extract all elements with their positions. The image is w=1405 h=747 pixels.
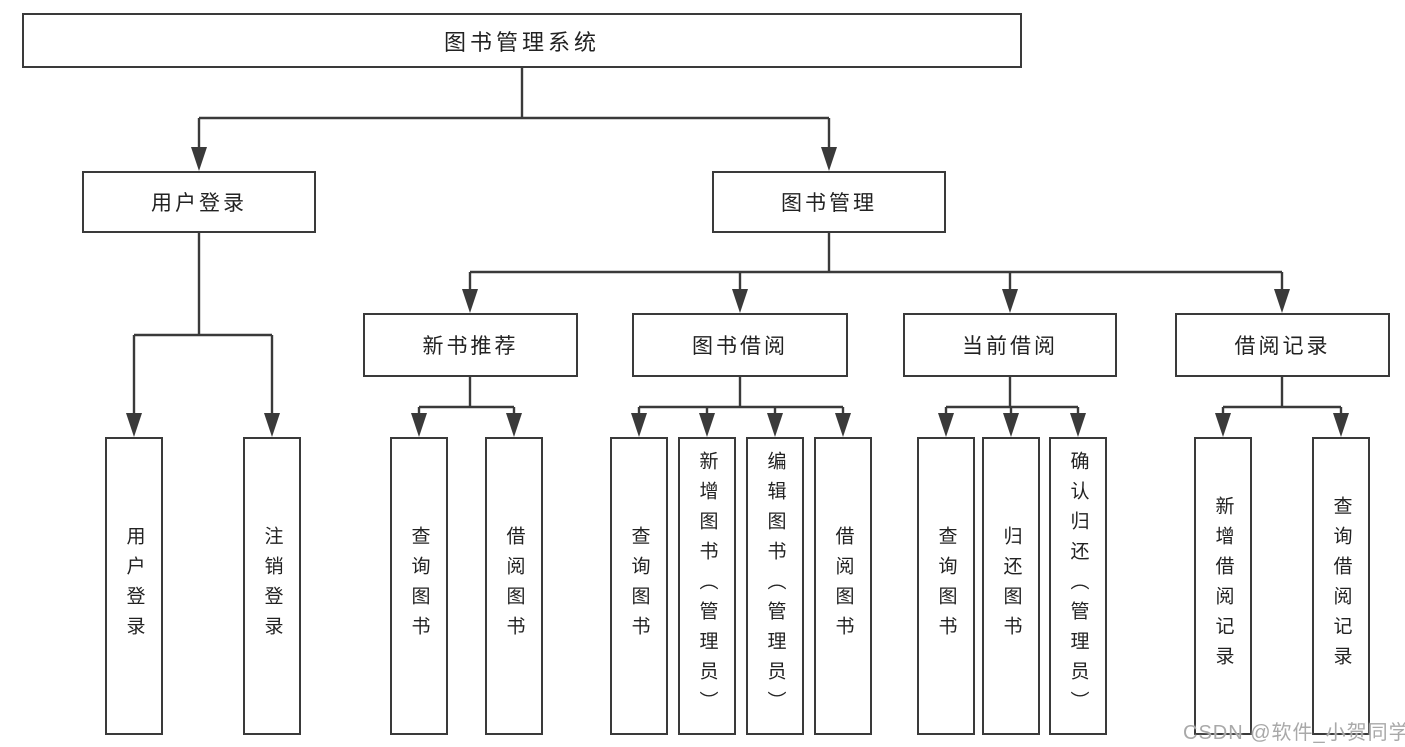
leaf-nbr-borrow-book-label: 借阅图书 bbox=[503, 526, 525, 646]
arrowhead-icon bbox=[462, 289, 478, 313]
arrowhead-icon bbox=[1003, 413, 1019, 437]
leaf-bb-edit-book-admin: 编辑图书（管理员） bbox=[746, 437, 804, 735]
leaf-bb-borrow-book-label: 借阅图书 bbox=[832, 526, 854, 646]
leaf-logout-login-label: 注销登录 bbox=[261, 526, 283, 646]
leaf-nbr-borrow-book: 借阅图书 bbox=[485, 437, 543, 735]
arrowhead-icon bbox=[1002, 289, 1018, 313]
connector-new-book-recommend-to-leaves bbox=[411, 377, 522, 437]
node-root-label: 图书管理系统 bbox=[443, 29, 600, 55]
arrowhead-icon bbox=[506, 413, 522, 437]
leaf-br-add-record-label: 新增借阅记录 bbox=[1212, 496, 1234, 676]
node-user-login: 用户登录 bbox=[82, 171, 316, 233]
leaf-bb-edit-book-admin-label: 编辑图书（管理员） bbox=[764, 451, 786, 721]
connector-book-borrow-to-leaves bbox=[631, 377, 851, 437]
node-book-borrow-label: 图书借阅 bbox=[692, 335, 788, 358]
leaf-cb-query-book-label: 查询图书 bbox=[935, 526, 957, 646]
arrowhead-icon bbox=[191, 147, 207, 171]
arrowhead-icon bbox=[1274, 289, 1290, 313]
leaf-nbr-query-book-label: 查询图书 bbox=[408, 526, 430, 646]
leaf-user-login: 用户登录 bbox=[105, 437, 163, 735]
node-current-borrow: 当前借阅 bbox=[903, 313, 1117, 377]
arrowhead-icon bbox=[821, 147, 837, 171]
csdn-watermark: CSDN @软件_小贺同学 bbox=[1183, 722, 1405, 744]
node-new-book-recommend-label: 新书推荐 bbox=[422, 335, 519, 358]
leaf-cb-confirm-return-admin-label: 确认归还（管理员） bbox=[1067, 451, 1089, 721]
leaf-nbr-query-book: 查询图书 bbox=[390, 437, 448, 735]
arrowhead-icon bbox=[938, 413, 954, 437]
node-borrow-record: 借阅记录 bbox=[1175, 313, 1390, 377]
node-borrow-record-label: 借阅记录 bbox=[1234, 335, 1331, 358]
node-book-management-label: 图书管理 bbox=[781, 192, 877, 215]
leaf-cb-confirm-return-admin: 确认归还（管理员） bbox=[1049, 437, 1107, 735]
node-book-management: 图书管理 bbox=[712, 171, 946, 233]
connector-borrow-record-to-leaves bbox=[1215, 377, 1349, 437]
arrowhead-icon bbox=[126, 413, 142, 437]
leaf-logout-login: 注销登录 bbox=[243, 437, 301, 735]
node-root: 图书管理系统 bbox=[22, 13, 1022, 68]
node-current-borrow-label: 当前借阅 bbox=[962, 335, 1058, 358]
leaf-user-login-label: 用户登录 bbox=[123, 526, 145, 646]
arrowhead-icon bbox=[1070, 413, 1086, 437]
node-book-borrow: 图书借阅 bbox=[632, 313, 848, 377]
arrowhead-icon bbox=[264, 413, 280, 437]
leaf-bb-query-book-label: 查询图书 bbox=[628, 526, 650, 646]
connector-book-management-to-level3 bbox=[462, 233, 1290, 313]
connector-user-login-to-leaves bbox=[126, 233, 280, 437]
node-new-book-recommend: 新书推荐 bbox=[363, 313, 578, 377]
arrowhead-icon bbox=[1215, 413, 1231, 437]
leaf-cb-query-book: 查询图书 bbox=[917, 437, 975, 735]
arrowhead-icon bbox=[631, 413, 647, 437]
leaf-br-query-record: 查询借阅记录 bbox=[1312, 437, 1370, 735]
leaf-bb-query-book: 查询图书 bbox=[610, 437, 668, 735]
arrowhead-icon bbox=[767, 413, 783, 437]
leaf-br-query-record-label: 查询借阅记录 bbox=[1330, 496, 1352, 676]
leaf-cb-return-book: 归还图书 bbox=[982, 437, 1040, 735]
leaf-bb-add-book-admin-label: 新增图书（管理员） bbox=[696, 451, 718, 721]
arrowhead-icon bbox=[835, 413, 851, 437]
leaf-bb-borrow-book: 借阅图书 bbox=[814, 437, 872, 735]
connector-current-borrow-to-leaves bbox=[938, 377, 1086, 437]
arrowhead-icon bbox=[732, 289, 748, 313]
arrowhead-icon bbox=[1333, 413, 1349, 437]
arrowhead-icon bbox=[699, 413, 715, 437]
arrowhead-icon bbox=[411, 413, 427, 437]
connector-root-to-level2 bbox=[191, 68, 837, 171]
node-user-login-label: 用户登录 bbox=[151, 192, 247, 215]
leaf-br-add-record: 新增借阅记录 bbox=[1194, 437, 1252, 735]
leaf-bb-add-book-admin: 新增图书（管理员） bbox=[678, 437, 736, 735]
leaf-cb-return-book-label: 归还图书 bbox=[1000, 526, 1022, 646]
